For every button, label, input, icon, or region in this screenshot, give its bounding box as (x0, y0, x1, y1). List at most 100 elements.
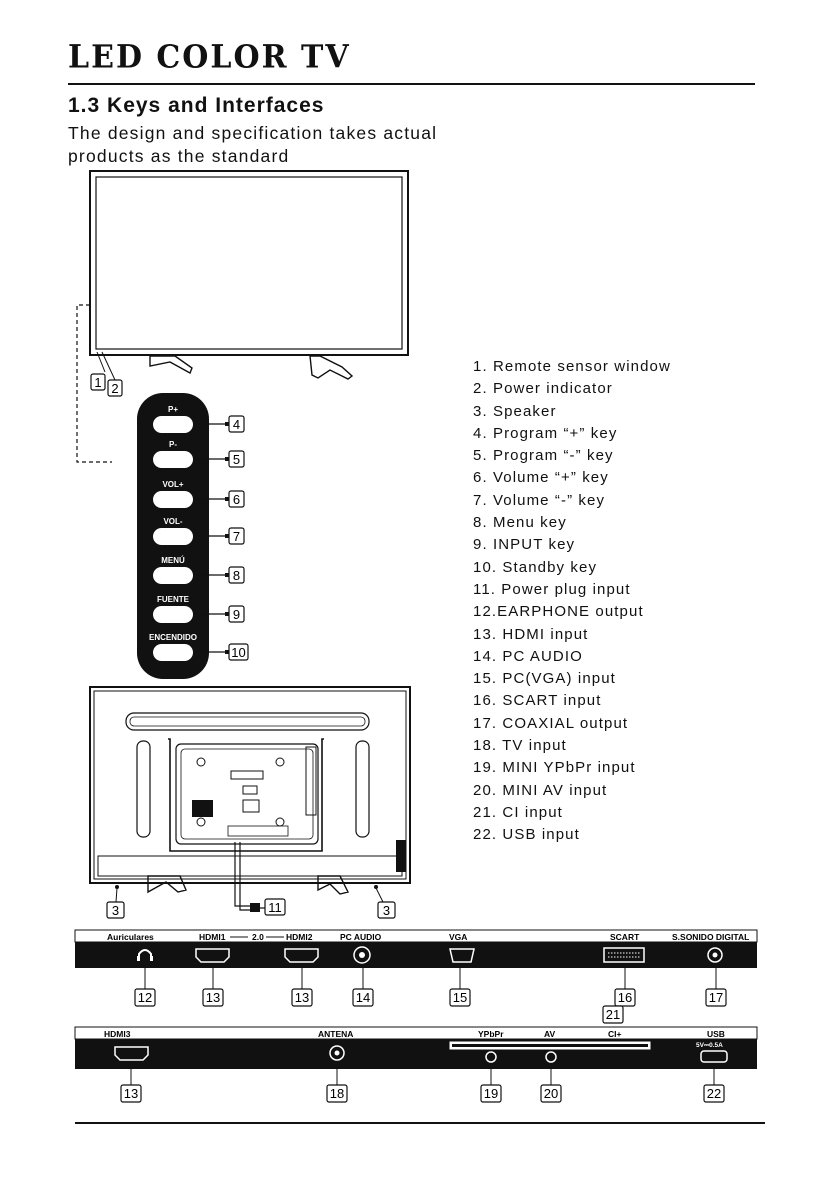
svg-text:3: 3 (112, 903, 119, 918)
svg-text:12: 12 (138, 990, 152, 1005)
svg-text:1: 1 (94, 375, 101, 390)
label-auriculares: Auriculares (107, 932, 154, 942)
key-button[interactable] (153, 528, 193, 545)
callout-3: 14 (352, 968, 374, 1007)
label-ci: CI+ (608, 1029, 622, 1039)
scart-port (603, 947, 645, 963)
stand-left (149, 355, 193, 374)
power-cord (234, 842, 250, 911)
label-scart: SCART (610, 932, 640, 942)
legend-item: 6. Volume “+” key (473, 469, 609, 487)
svg-text:7: 7 (233, 529, 240, 544)
legend-item: 15. PC(VGA) input (473, 670, 616, 688)
hdmi1-port (195, 948, 230, 963)
legend-item: 19. MINI YPbPr input (473, 759, 636, 777)
callout-7: 7 (228, 527, 245, 545)
legend-item: 18. TV input (473, 737, 567, 755)
label-hdmi3: HDMI3 (104, 1029, 131, 1039)
callout-ci_callout: 21 (602, 1005, 624, 1024)
back-stand-right (317, 875, 350, 895)
stand-right (309, 355, 354, 380)
key-label: P+ (168, 405, 178, 414)
connector-panel-1: Auriculares HDMI1 2.0 HDMI2 PC AUDIO VGA… (74, 929, 758, 968)
label-usb: USB (707, 1029, 725, 1039)
svg-text:17: 17 (709, 990, 723, 1005)
label-vga: VGA (449, 932, 467, 942)
legend-item: 13. HDMI input (473, 625, 589, 643)
svg-text:15: 15 (453, 990, 467, 1005)
label-ypbpr: YPbPr (478, 1029, 504, 1039)
pc-audio-port (353, 946, 371, 964)
intro-line-2: products as the standard (68, 146, 290, 166)
callout-6: 17 (705, 968, 727, 1007)
callout-8: 8 (228, 566, 245, 584)
svg-text:21: 21 (606, 1007, 620, 1022)
svg-text:5: 5 (233, 452, 240, 467)
callout-3-left: 3 (106, 901, 125, 919)
usb-port (700, 1050, 728, 1063)
svg-text:13: 13 (124, 1086, 138, 1101)
connector-panel-2: HDMI3 ANTENA YPbPr AV CI+ USB 5V⎓0.5A (74, 1026, 758, 1069)
label-antena: ANTENA (318, 1029, 353, 1039)
legend-item: 20. MINI AV input (473, 781, 608, 799)
svg-text:13: 13 (206, 990, 220, 1005)
label-hdmi1: HDMI1 (199, 932, 226, 942)
callout-5: 16 (614, 968, 636, 1007)
key-label: VOL- (163, 517, 182, 526)
key-6[interactable]: FUENTE 9 (153, 595, 245, 623)
callout-3: 20 (540, 1064, 562, 1103)
svg-text:2: 2 (111, 381, 118, 396)
header-rule (68, 83, 755, 85)
av-port (545, 1051, 557, 1063)
keypad-leader (76, 304, 112, 463)
key-label: FUENTE (157, 595, 190, 604)
document-title: LED COLOR TV (68, 39, 351, 76)
key-label: ENCENDIDO (149, 633, 197, 642)
label-hdmi-version: 2.0 (252, 932, 264, 942)
legend-item: 8. Menu key (473, 514, 567, 532)
legend-item: 12.EARPHONE output (473, 603, 644, 621)
key-label: MENÚ (161, 556, 185, 565)
svg-text:11: 11 (268, 900, 282, 915)
callout-0: 13 (120, 1064, 142, 1103)
legend-item: 3. Speaker (473, 402, 557, 420)
key-button[interactable] (153, 606, 193, 623)
key-2[interactable]: P- 5 (153, 440, 245, 468)
hdmi2-port (284, 948, 319, 963)
label-pc-audio: PC AUDIO (340, 932, 382, 942)
footer-rule (75, 1122, 765, 1124)
key-3[interactable]: VOL+6 (153, 480, 245, 508)
key-button[interactable] (153, 451, 193, 468)
svg-text:3: 3 (383, 903, 390, 918)
intro-text: The design and specification takes actua… (68, 122, 488, 168)
svg-text:16: 16 (618, 990, 632, 1005)
svg-text:18: 18 (330, 1086, 344, 1101)
key-5[interactable]: MENÚ 8 (153, 556, 245, 584)
legend-item: 4. Program “+” key (473, 424, 618, 442)
callout-0: 12 (134, 968, 156, 1007)
legend-item: 21. CI input (473, 803, 563, 821)
hdmi3-port (114, 1046, 149, 1061)
label-hdmi2: HDMI2 (286, 932, 313, 942)
key-1[interactable]: P+ 4 (153, 405, 245, 433)
ypbpr-port (485, 1051, 497, 1063)
callout-3-right: 3 (377, 901, 396, 919)
key-button[interactable] (153, 567, 193, 584)
vga-port (449, 948, 475, 963)
svg-text:22: 22 (707, 1086, 721, 1101)
key-button[interactable] (153, 491, 193, 508)
callout-4: 4 (228, 415, 245, 433)
label-sonido-digital: S.SONIDO DIGITAL (672, 932, 749, 942)
key-button[interactable] (153, 644, 193, 661)
svg-text:13: 13 (295, 990, 309, 1005)
callout-9: 9 (228, 605, 245, 623)
key-button[interactable] (153, 416, 193, 433)
svg-text:9: 9 (233, 607, 240, 622)
key-4[interactable]: VOL- 7 (153, 517, 245, 545)
legend-item: 17. COAXIAL output (473, 714, 629, 732)
key-label: P- (169, 440, 177, 449)
callout-4: 15 (449, 968, 471, 1007)
key-label: VOL+ (162, 480, 183, 489)
